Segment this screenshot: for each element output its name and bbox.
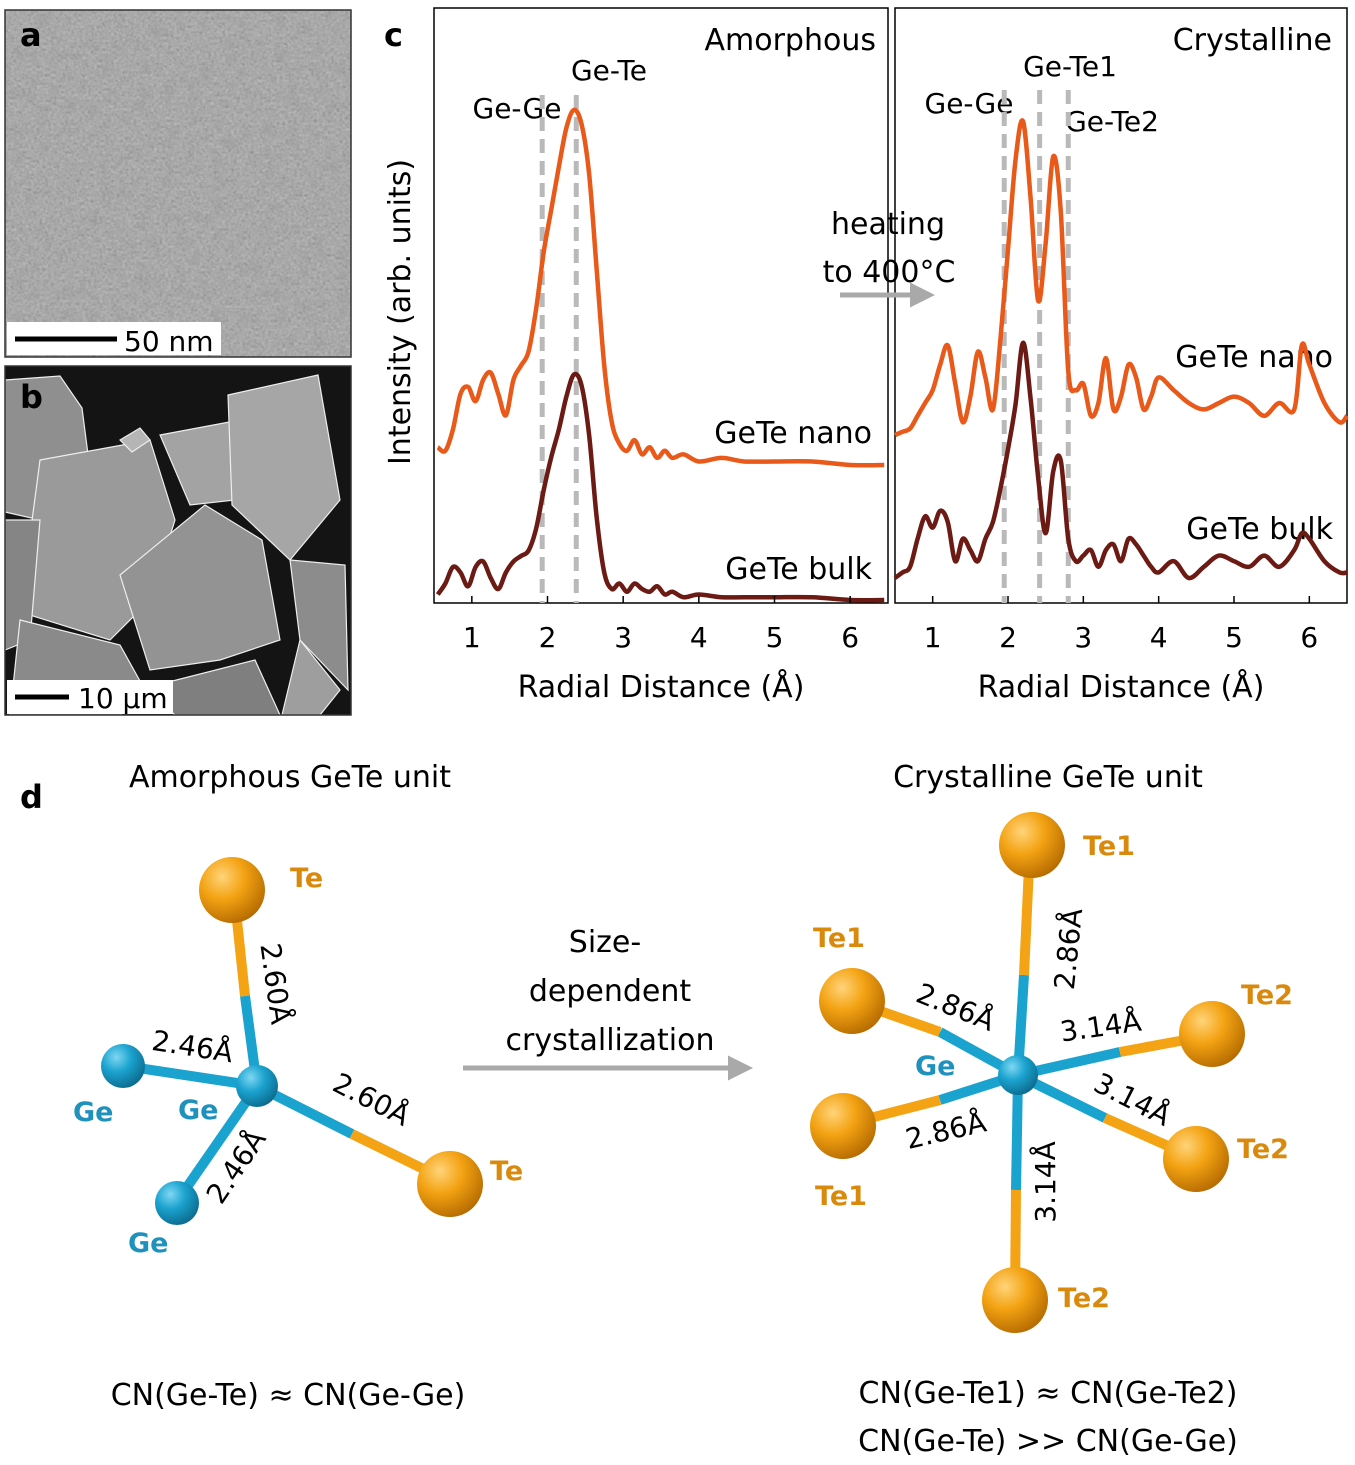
atom-label-te-top: Te bbox=[290, 863, 323, 894]
atom-label-ge-center: Ge bbox=[178, 1095, 218, 1126]
peak-label-ge-ge-crystalline: Ge-Ge bbox=[925, 87, 1014, 120]
peak-label-ge-te1-crystalline: Ge-Te1 bbox=[1023, 50, 1117, 83]
peak-label-ge-te2-crystalline: Ge-Te2 bbox=[1065, 105, 1159, 138]
panel-b: 10 µm b bbox=[4, 365, 352, 716]
bond-length-te-top: 2.60Å bbox=[253, 941, 298, 1026]
atom-te2-bottom bbox=[982, 1267, 1048, 1333]
crystalline-cn-relation-1: CN(Ge-Te1) ≈ CN(Ge-Te2) bbox=[859, 1376, 1238, 1411]
heating-annotation: heating to 400°C bbox=[823, 207, 956, 308]
chart-crystalline: Crystalline Radial Distance (Å) GeTe nan… bbox=[893, 7, 1349, 705]
bond-length-te2-right: 3.14Å bbox=[1058, 1004, 1143, 1049]
chart-frame-amorphous bbox=[433, 7, 889, 604]
x-tick-label: 4 bbox=[1150, 621, 1168, 654]
atom-te2-lowerright bbox=[1163, 1126, 1229, 1192]
chart-title-crystalline: Crystalline bbox=[1173, 23, 1332, 58]
atom-ge-center-crystalline bbox=[998, 1055, 1038, 1095]
peak-label-ge-ge-amorphous: Ge-Ge bbox=[473, 92, 562, 125]
atom-label-ge-lower: Ge bbox=[128, 1228, 168, 1259]
x-tick-label: 1 bbox=[924, 621, 942, 654]
x-tick-label: 6 bbox=[841, 621, 859, 654]
atom-ge-lower bbox=[155, 1181, 199, 1225]
series-line-nano bbox=[436, 107, 885, 468]
panel-label-b: b bbox=[20, 378, 43, 416]
crystalline-unit-title: Crystalline GeTe unit bbox=[893, 760, 1203, 795]
heating-label-1: heating bbox=[831, 207, 945, 242]
atom-te-right bbox=[417, 1151, 483, 1217]
atom-label-te2-lowerright: Te2 bbox=[1237, 1134, 1289, 1165]
atom-label-te2-right: Te2 bbox=[1241, 980, 1293, 1011]
x-tick-label: 5 bbox=[766, 621, 784, 654]
scale-label-a: 50 nm bbox=[124, 325, 214, 358]
bond-length-te2-lowerright: 3.14Å bbox=[1089, 1065, 1177, 1132]
atom-label-te1-left: Te1 bbox=[813, 923, 865, 954]
crystalline-unit: Te1 Te1 Te1 Te2 Te2 Te2 Ge 2.86Å 2.86Å 2… bbox=[810, 812, 1293, 1333]
series-line-nano bbox=[894, 118, 1349, 438]
bond-ge-left bbox=[124, 1061, 258, 1091]
atom-ge-left bbox=[101, 1044, 145, 1088]
atom-te-top bbox=[199, 857, 265, 923]
x-tick-label: 2 bbox=[539, 621, 557, 654]
amorphous-unit-title: Amorphous GeTe unit bbox=[129, 760, 451, 795]
peak-label-ge-te-amorphous: Ge-Te bbox=[571, 54, 647, 87]
bond-length-te1-lowerleft: 2.86Å bbox=[902, 1105, 989, 1156]
bond-length-te2-bottom: 3.14Å bbox=[1028, 1141, 1062, 1223]
amorphous-unit: Te Te Ge Ge Ge 2.60Å 2.60Å 2.46Å 2.46Å bbox=[73, 857, 523, 1259]
atom-te1-left bbox=[819, 968, 885, 1034]
panel-c: c Intensity (arb. units) Amorphous Radia… bbox=[383, 7, 1349, 705]
x-tick-label: 5 bbox=[1225, 621, 1243, 654]
atom-label-te-right: Te bbox=[490, 1156, 523, 1187]
x-tick-label: 6 bbox=[1300, 621, 1318, 654]
y-axis-label: Intensity (arb. units) bbox=[383, 159, 418, 465]
bond-length-ge-left: 2.46Å bbox=[150, 1023, 236, 1069]
x-axis-label-crystalline: Radial Distance (Å) bbox=[978, 669, 1265, 705]
panel-a: 50 nm a bbox=[4, 9, 352, 358]
chart-frame-crystalline bbox=[894, 7, 1348, 604]
x-tick-label: 3 bbox=[1074, 621, 1092, 654]
series-label-bulk-amorphous: GeTe bulk bbox=[725, 552, 872, 587]
panel-label-d: d bbox=[20, 778, 43, 816]
series-line-bulk bbox=[893, 340, 1348, 581]
crystalline-cn-relation-2: CN(Ge-Te) >> CN(Ge-Ge) bbox=[858, 1424, 1238, 1459]
atom-label-te1-lowerleft: Te1 bbox=[815, 1181, 867, 1212]
bond-ge-lower bbox=[173, 1083, 262, 1203]
arrow-label-1: Size- bbox=[569, 925, 641, 960]
crystallization-annotation: Size- dependent crystallization bbox=[463, 925, 753, 1081]
series-label-nano-amorphous: GeTe nano bbox=[714, 416, 872, 451]
atom-te1-top bbox=[999, 812, 1065, 878]
atom-label-ge-left: Ge bbox=[73, 1097, 113, 1128]
scale-label-b: 10 µm bbox=[78, 682, 168, 715]
atom-label-te2-bottom: Te2 bbox=[1058, 1283, 1110, 1314]
amorphous-cn-relation: CN(Ge-Te) ≈ CN(Ge-Ge) bbox=[111, 1378, 466, 1413]
panel-label-a: a bbox=[20, 16, 42, 54]
heating-label-2: to 400°C bbox=[823, 255, 956, 290]
x-tick-label: 4 bbox=[690, 621, 708, 654]
bond-length-te1-top: 2.86Å bbox=[1047, 907, 1089, 992]
atom-te1-lowerleft bbox=[810, 1093, 876, 1159]
bond-length-ge-lower: 2.46Å bbox=[199, 1123, 273, 1210]
atom-ge-center bbox=[236, 1065, 278, 1107]
series-line-bulk bbox=[435, 371, 885, 603]
tem-image-particles bbox=[5, 10, 351, 357]
arrow-label-2: dependent bbox=[529, 974, 692, 1009]
x-tick-label: 3 bbox=[614, 621, 632, 654]
atom-label-te1-top: Te1 bbox=[1083, 831, 1135, 862]
atom-label-ge-center-crystalline: Ge bbox=[915, 1051, 955, 1082]
x-tick-label: 1 bbox=[463, 621, 481, 654]
panel-label-c: c bbox=[384, 16, 403, 54]
x-tick-label: 2 bbox=[999, 621, 1017, 654]
atom-te2-right bbox=[1179, 1001, 1245, 1067]
x-axis-label-amorphous: Radial Distance (Å) bbox=[518, 669, 805, 705]
panel-d: d Amorphous GeTe unit Crystalline GeTe u… bbox=[20, 760, 1293, 1459]
chart-title-amorphous: Amorphous bbox=[705, 23, 877, 58]
bond-length-te-right: 2.60Å bbox=[328, 1065, 416, 1132]
chart-amorphous: Amorphous Radial Distance (Å) GeTe nano … bbox=[433, 7, 889, 705]
arrow-label-3: crystallization bbox=[506, 1023, 715, 1058]
